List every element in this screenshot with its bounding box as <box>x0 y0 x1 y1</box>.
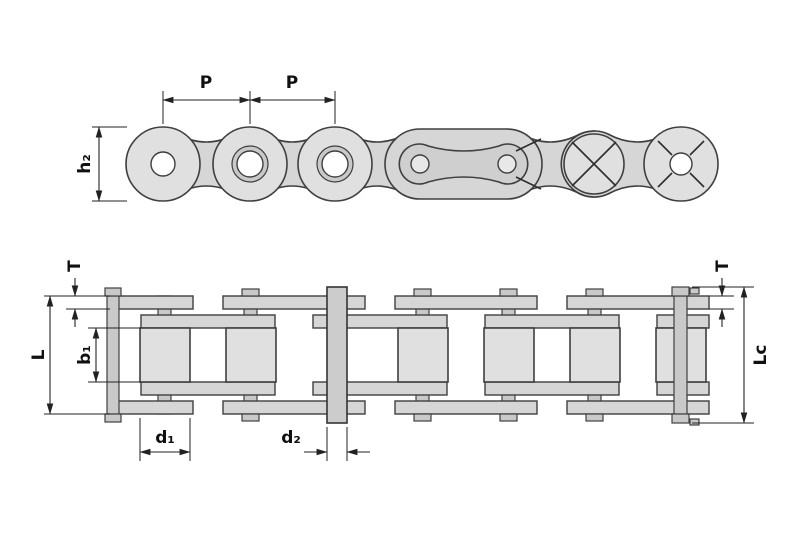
end-pin-left <box>104 287 122 423</box>
roller <box>225 327 277 383</box>
label-connecting-length: Lc <box>751 345 771 366</box>
pin-cap <box>671 286 690 297</box>
inner-plate <box>484 381 620 396</box>
label-inner-width: b₁ <box>75 345 95 365</box>
plan-rollers <box>139 327 707 383</box>
pin-head <box>241 413 260 422</box>
outer-plate <box>109 400 194 415</box>
rivet-cross <box>571 141 617 187</box>
connecting-pin <box>326 286 348 424</box>
outer-plate <box>109 295 194 310</box>
cotter-end <box>689 287 700 295</box>
inner-plate <box>140 381 276 396</box>
spring-clip-outline <box>398 143 529 185</box>
pin-cap <box>671 413 690 424</box>
label-pitch-2: P <box>286 73 298 93</box>
label-plate-height: h₂ <box>75 154 95 174</box>
roller <box>139 327 191 383</box>
roller <box>483 327 535 383</box>
pin-body <box>673 295 688 415</box>
outer-plate <box>394 295 538 310</box>
dimension-labels: P P h₂ T L b₁ T Lc d₁ d₂ <box>29 73 771 448</box>
roller <box>397 327 449 383</box>
inner-plate <box>484 314 620 329</box>
pin-heads <box>241 288 604 422</box>
rivet-marks <box>571 140 705 188</box>
label-thickness-right: T <box>713 260 733 272</box>
outer-plate <box>566 295 710 310</box>
clip-pin-end <box>497 154 517 174</box>
dimension-lines <box>46 96 748 456</box>
pin-cap <box>104 287 122 297</box>
pin-head <box>585 413 604 422</box>
label-thickness-left: T <box>65 260 85 272</box>
pin-head <box>413 288 432 297</box>
pin-hole <box>669 152 693 176</box>
pin-head <box>585 288 604 297</box>
pin-head <box>413 413 432 422</box>
spring-clip <box>398 138 542 190</box>
rivet-cross <box>657 140 705 188</box>
label-pitch-1: P <box>200 73 212 93</box>
pin-holes <box>150 150 693 178</box>
clip-pin-end <box>410 154 430 174</box>
outer-plate <box>394 400 538 415</box>
pin-head <box>499 288 518 297</box>
side-view <box>125 126 719 202</box>
label-pin-length: L <box>29 349 49 360</box>
pin-hole <box>150 151 176 177</box>
pin-head <box>499 413 518 422</box>
pin-hole <box>236 150 264 178</box>
outer-plate <box>566 400 710 415</box>
roller <box>569 327 621 383</box>
clip-split-marks <box>515 138 542 190</box>
label-pin-diameter: d₂ <box>281 428 301 448</box>
inner-plate <box>140 314 276 329</box>
label-roller-diameter: d₁ <box>155 428 175 448</box>
pin-cap <box>104 413 122 423</box>
plan-view <box>104 286 710 426</box>
cotter-end <box>689 418 700 426</box>
pin-hole <box>321 150 349 178</box>
pin-head <box>241 288 260 297</box>
end-pin-right <box>671 286 700 426</box>
pin-body <box>106 295 120 415</box>
